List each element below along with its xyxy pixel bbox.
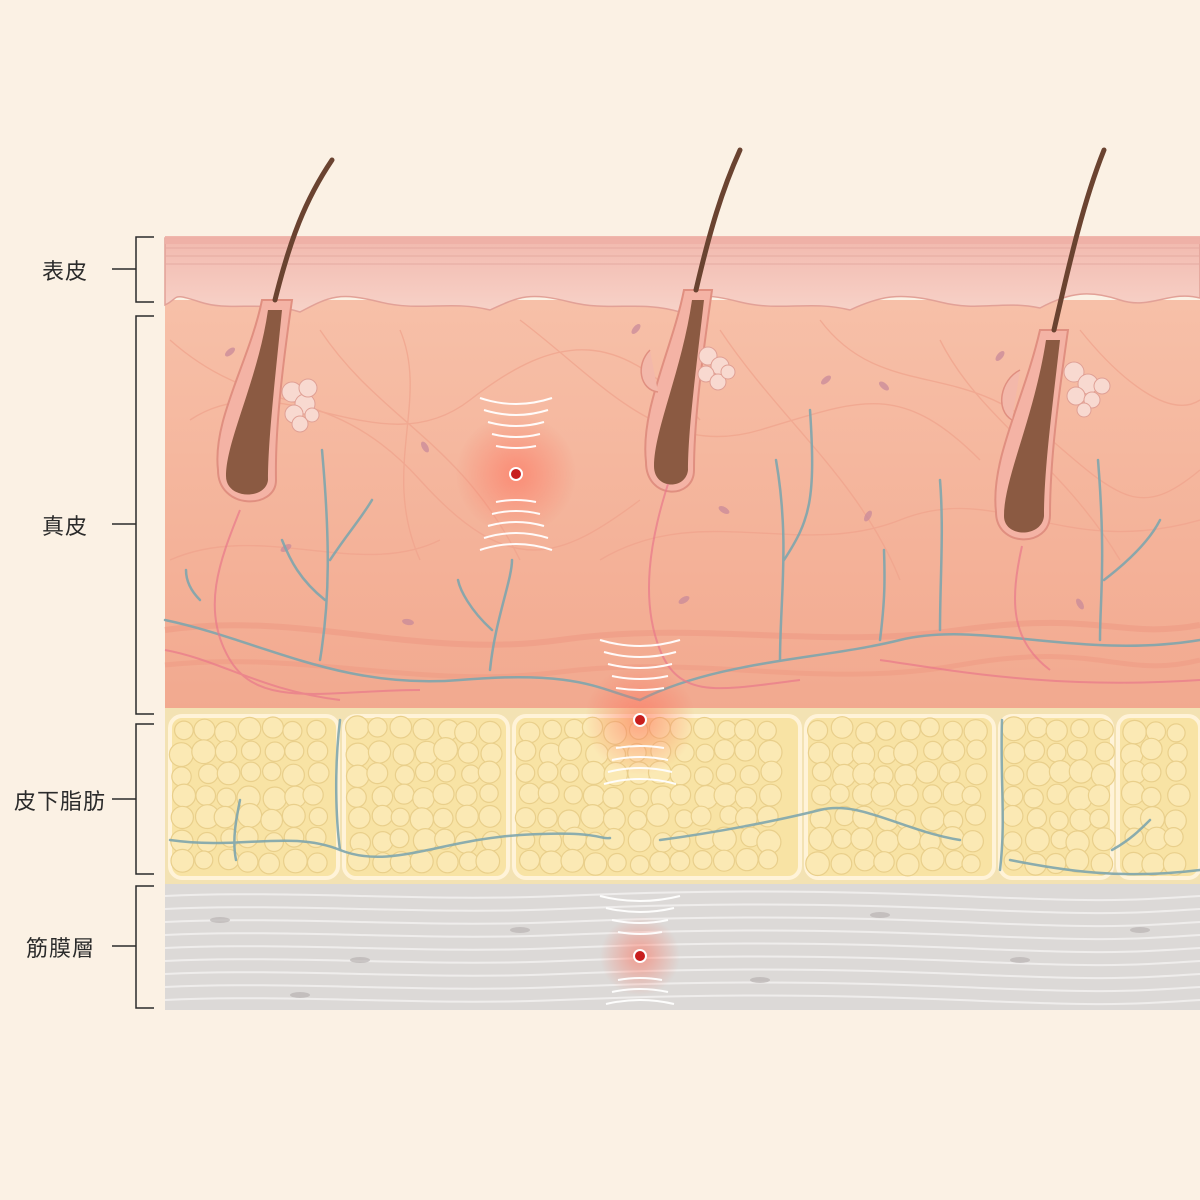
dermis-deep-fibers [164,619,1200,648]
epidermis-strata [165,247,1200,265]
fat-vessels [168,718,1200,876]
focal-point-dermis [456,397,576,551]
bracket-fat [112,723,154,875]
dermis-deep-fibers-2 [164,654,1200,680]
label-subcutaneous-fat: 皮下脂肪 [14,790,107,815]
fascia-nuclei [210,912,1150,998]
layer-brackets [112,236,154,1009]
fascia-fibers [164,890,1200,1006]
hair-follicle-3 [994,147,1111,541]
bracket-dermis [112,315,154,715]
label-epidermis: 表皮 [42,260,89,285]
bracket-fascia [112,885,154,1009]
hair-follicle-1 [216,157,335,503]
bracket-epidermis [112,236,154,303]
label-dermis: 真皮 [42,515,89,540]
hair-follicle-2 [640,147,743,493]
focal-point-dermis-fat-boundary [585,639,695,785]
dermal-arterioles [164,483,1200,701]
stratum-corneum [165,236,1200,244]
fibroblast-cells [225,324,1084,626]
focal-point-fascia [599,895,681,1005]
label-fascia: 筋膜層 [26,937,96,962]
